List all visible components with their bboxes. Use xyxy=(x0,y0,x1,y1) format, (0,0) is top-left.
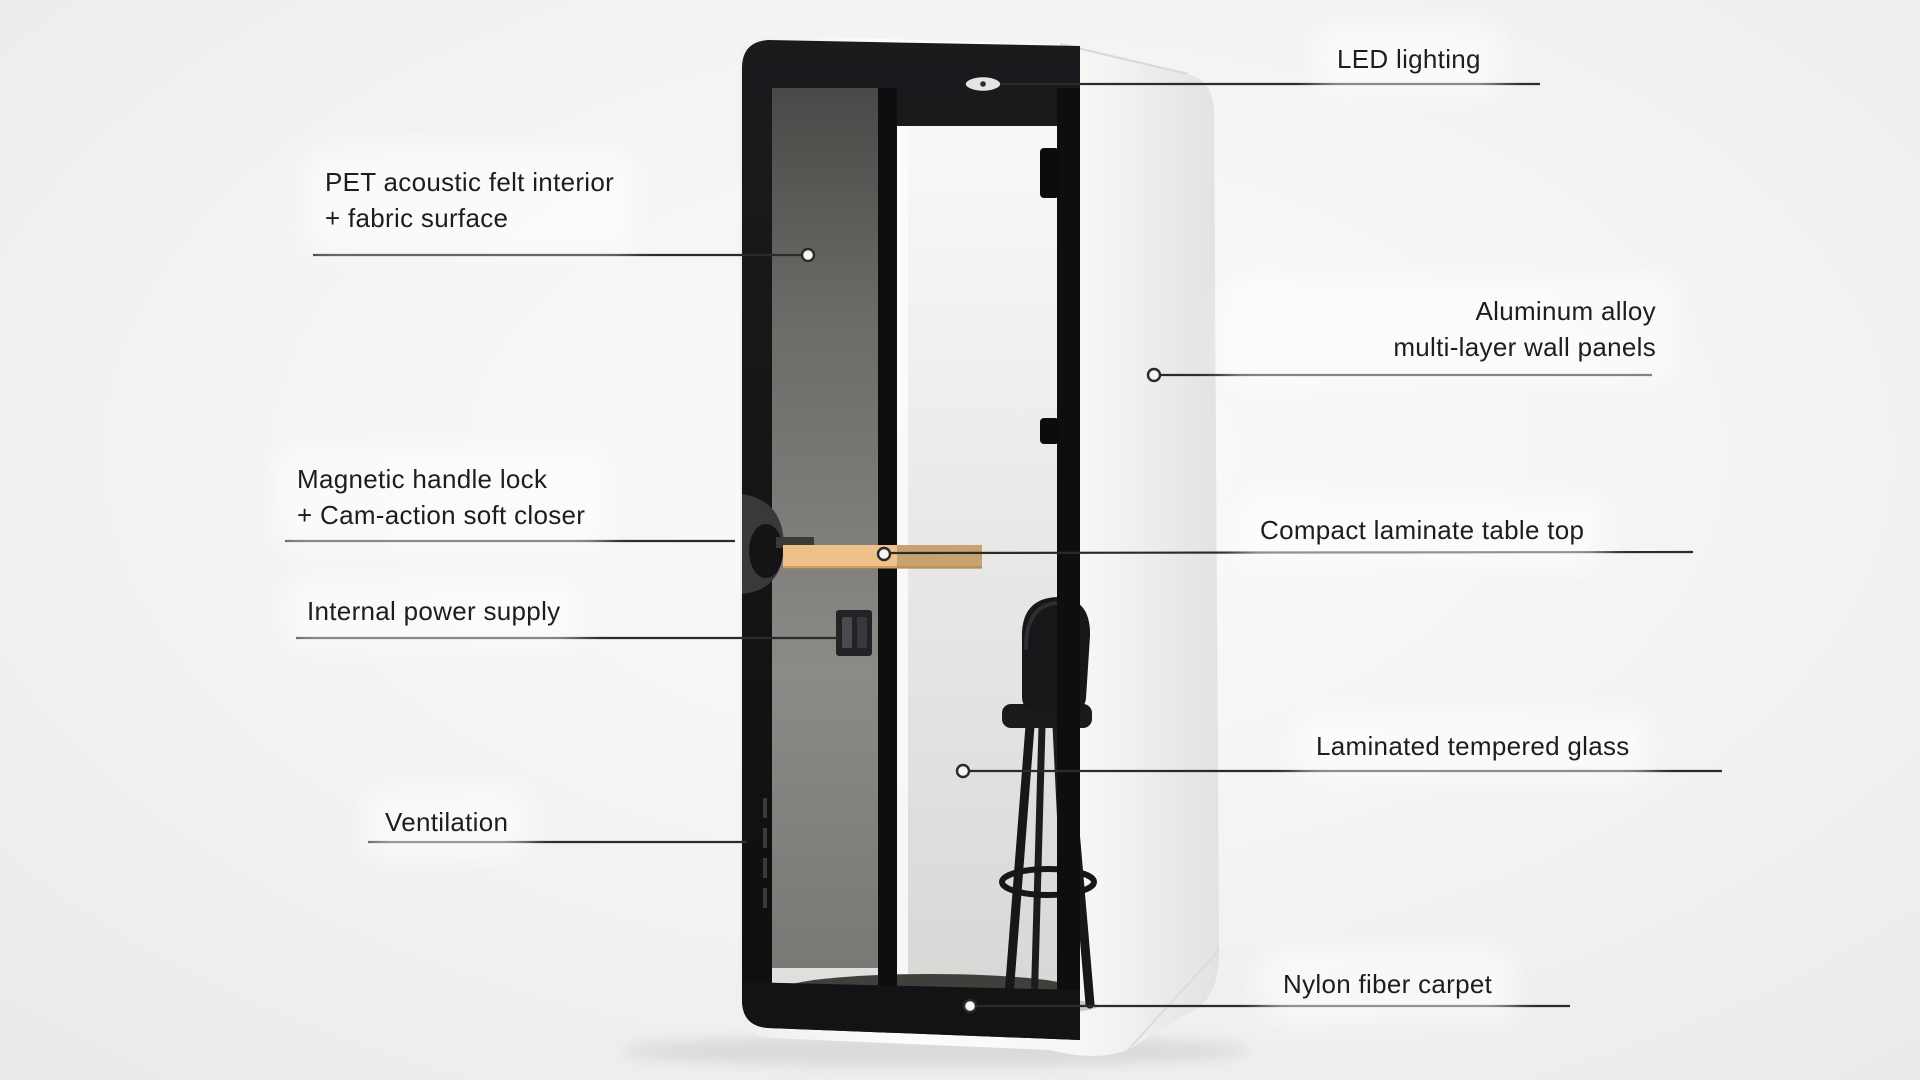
label-text: LED lighting xyxy=(1337,44,1481,74)
label-text: + fabric surface xyxy=(325,203,509,233)
label-text: Magnetic handle lock xyxy=(297,464,548,494)
endpoint-glass xyxy=(955,763,971,779)
door-frame-post-right xyxy=(1057,88,1080,992)
leader-tabletop xyxy=(889,550,1694,555)
label-text: + Cam-action soft closer xyxy=(297,500,586,530)
label-nylon-fiber-carpet: Nylon fiber carpet xyxy=(1277,965,1499,1004)
shell-top-facet-line xyxy=(1059,43,1189,75)
label-led-lighting: LED lighting xyxy=(1331,40,1487,79)
label-text: Compact laminate table top xyxy=(1260,515,1585,545)
label-text: Aluminum alloy xyxy=(1475,296,1656,326)
led-light-fixture xyxy=(962,73,1004,95)
label-laminated-tempered-glass: Laminated tempered glass xyxy=(1310,727,1636,766)
endpoint-pet xyxy=(800,247,816,263)
handle-mount xyxy=(776,537,814,548)
leader-endpoints xyxy=(800,247,1162,1014)
chair-leg xyxy=(1003,721,1035,1013)
label-aluminum-wall-panels: Aluminum alloy multi-layer wall panels xyxy=(1238,292,1662,367)
table-top xyxy=(783,545,982,569)
endpoint-carpet xyxy=(962,998,978,1014)
label-text: PET acoustic felt interior xyxy=(325,167,615,197)
door-handle xyxy=(749,524,783,578)
table-top-front xyxy=(783,545,897,568)
label-text: Internal power supply xyxy=(307,596,561,626)
ventilation-slots xyxy=(763,798,767,908)
endpoint-tabletop xyxy=(876,546,892,562)
leader-lines xyxy=(285,82,1722,1008)
label-internal-power-supply: Internal power supply xyxy=(301,592,567,631)
door-hinge-icon xyxy=(1040,148,1059,198)
label-ventilation: Ventilation xyxy=(379,803,515,842)
chair-footring xyxy=(999,866,1097,898)
door-hinge-icon xyxy=(1040,418,1059,444)
label-magnetic-handle-lock: Magnetic handle lock + Cam-action soft c… xyxy=(291,460,592,535)
endpoint-aluminum xyxy=(1146,367,1162,383)
table-edge xyxy=(783,566,982,569)
power-outlet xyxy=(836,610,872,656)
chair-backrest-highlight xyxy=(1024,601,1058,650)
shell-bottom-facet-line xyxy=(1127,949,1220,1051)
door-frame-post-left xyxy=(878,88,897,990)
label-text: Ventilation xyxy=(385,807,509,837)
table-top-back xyxy=(897,545,982,568)
label-text: multi-layer wall panels xyxy=(1393,332,1656,362)
booth-base-frame xyxy=(742,982,1080,1040)
label-text: Nylon fiber carpet xyxy=(1283,969,1493,999)
label-text: Laminated tempered glass xyxy=(1316,731,1630,761)
label-compact-laminate-table-top: Compact laminate table top xyxy=(1254,511,1591,550)
label-pet-acoustic-felt: PET acoustic felt interior + fabric surf… xyxy=(319,163,621,238)
